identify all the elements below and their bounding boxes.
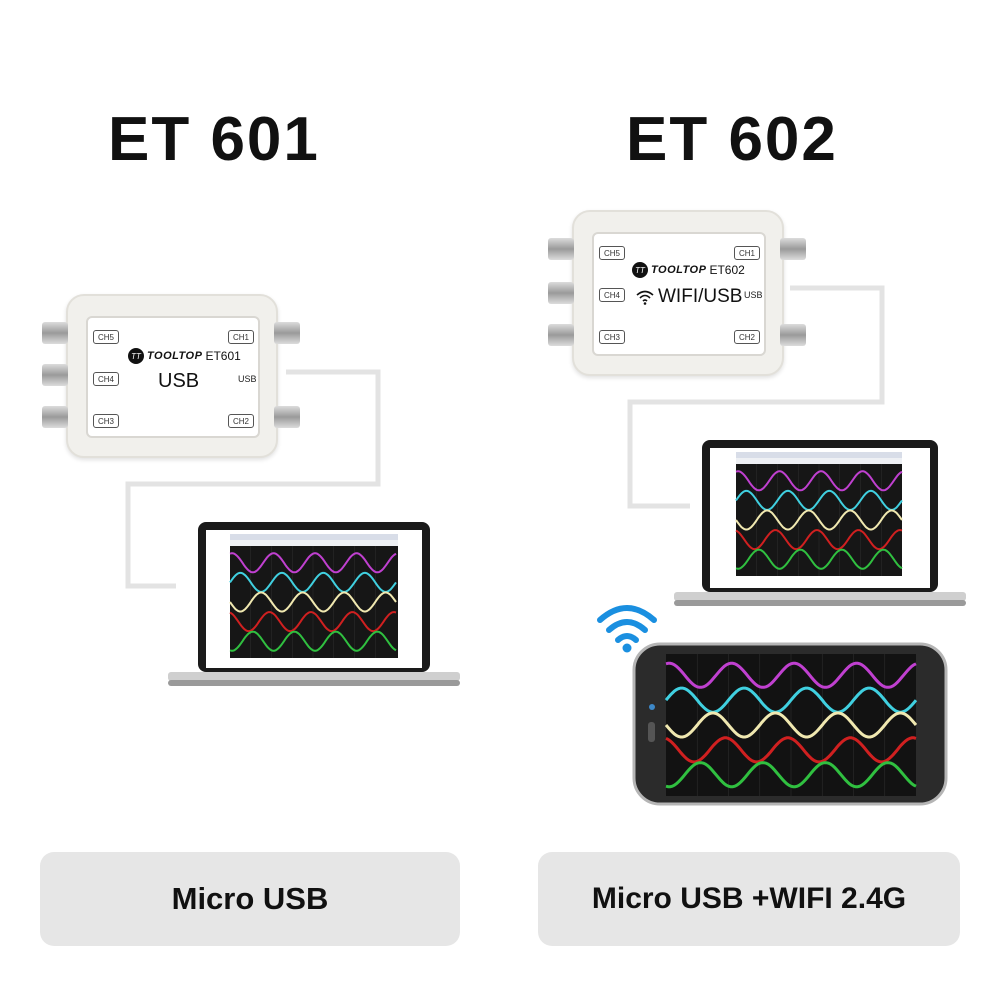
et602-front-panel: CH5 CH4 CH3 CH1 CH2 TT TOOLTOP ET602 WIF… (592, 232, 766, 356)
ch5-label: CH5 (93, 330, 119, 344)
et601-front-panel: CH5 CH4 CH3 CH1 CH2 TT TOOLTOP ET601 USB… (86, 316, 260, 438)
micro-usb-wifi-label: Micro USB +WIFI 2.4G (538, 852, 960, 946)
model-name: ET602 (709, 263, 745, 277)
micro-usb-label: Micro USB (40, 852, 460, 946)
waveform-trace (665, 661, 917, 689)
bnc-connector-ch2 (780, 324, 806, 346)
ch1-label: CH1 (228, 330, 254, 344)
wifi-icon (597, 605, 657, 653)
et602-device: CH5 CH4 CH3 CH1 CH2 TT TOOLTOP ET602 WIF… (572, 210, 784, 376)
ch4-label: CH4 (599, 288, 625, 302)
bnc-connector-ch5 (42, 322, 68, 344)
waveform-trace (735, 529, 903, 551)
ch3-label: CH3 (599, 330, 625, 344)
et601-title: ET 601 (108, 105, 320, 174)
waveform-trace (665, 761, 917, 789)
waveform-trace (229, 591, 397, 613)
waveform-trace (229, 611, 397, 633)
brand-logo-icon: TT (128, 348, 144, 364)
usb-port-label: USB (744, 290, 763, 300)
laptop-right (674, 440, 966, 606)
brand-name: TOOLTOP (651, 264, 707, 276)
ch2-label: CH2 (734, 330, 760, 344)
bnc-connector-ch1 (274, 322, 300, 344)
waveform-trace (735, 470, 903, 492)
usb-port-label: USB (238, 374, 257, 384)
smartphone (632, 642, 948, 806)
waveform-trace (735, 509, 903, 531)
ch4-label: CH4 (93, 372, 119, 386)
oscilloscope-waveforms (664, 654, 918, 796)
waveform-trace (664, 686, 918, 714)
bnc-connector-ch4 (42, 364, 68, 386)
et601-device: CH5 CH4 CH3 CH1 CH2 TT TOOLTOP ET601 USB… (66, 294, 278, 458)
ch2-label: CH2 (228, 414, 254, 428)
bnc-connector-ch2 (274, 406, 300, 428)
bnc-connector-ch5 (548, 238, 574, 260)
et602-title: ET 602 (626, 105, 838, 174)
waveform-trace (229, 630, 397, 652)
model-name: ET601 (205, 349, 241, 363)
bnc-connector-ch3 (548, 324, 574, 346)
bnc-connector-ch1 (780, 238, 806, 260)
oscilloscope-waveforms (229, 546, 397, 658)
mode-label: USB (158, 370, 200, 392)
waveform-trace (735, 489, 903, 511)
oscilloscope-waveforms (735, 464, 903, 576)
usb-cable-left (125, 369, 381, 589)
brand-logo-icon: TT (632, 262, 648, 278)
ch1-label: CH1 (734, 246, 760, 260)
waveform-trace (665, 736, 917, 764)
ch5-label: CH5 (599, 246, 625, 260)
waveform-trace (735, 548, 903, 570)
mode-label: WIFI/USB (658, 286, 743, 307)
bnc-connector-ch3 (42, 406, 68, 428)
usb-cable-right (627, 285, 885, 509)
wifi-small-icon (636, 290, 654, 305)
waveform-trace (229, 552, 397, 574)
brand-name: TOOLTOP (147, 350, 203, 362)
ch3-label: CH3 (93, 414, 119, 428)
waveform-trace (229, 571, 397, 593)
waveform-trace (664, 711, 918, 739)
laptop-left (168, 522, 460, 686)
bnc-connector-ch4 (548, 282, 574, 304)
